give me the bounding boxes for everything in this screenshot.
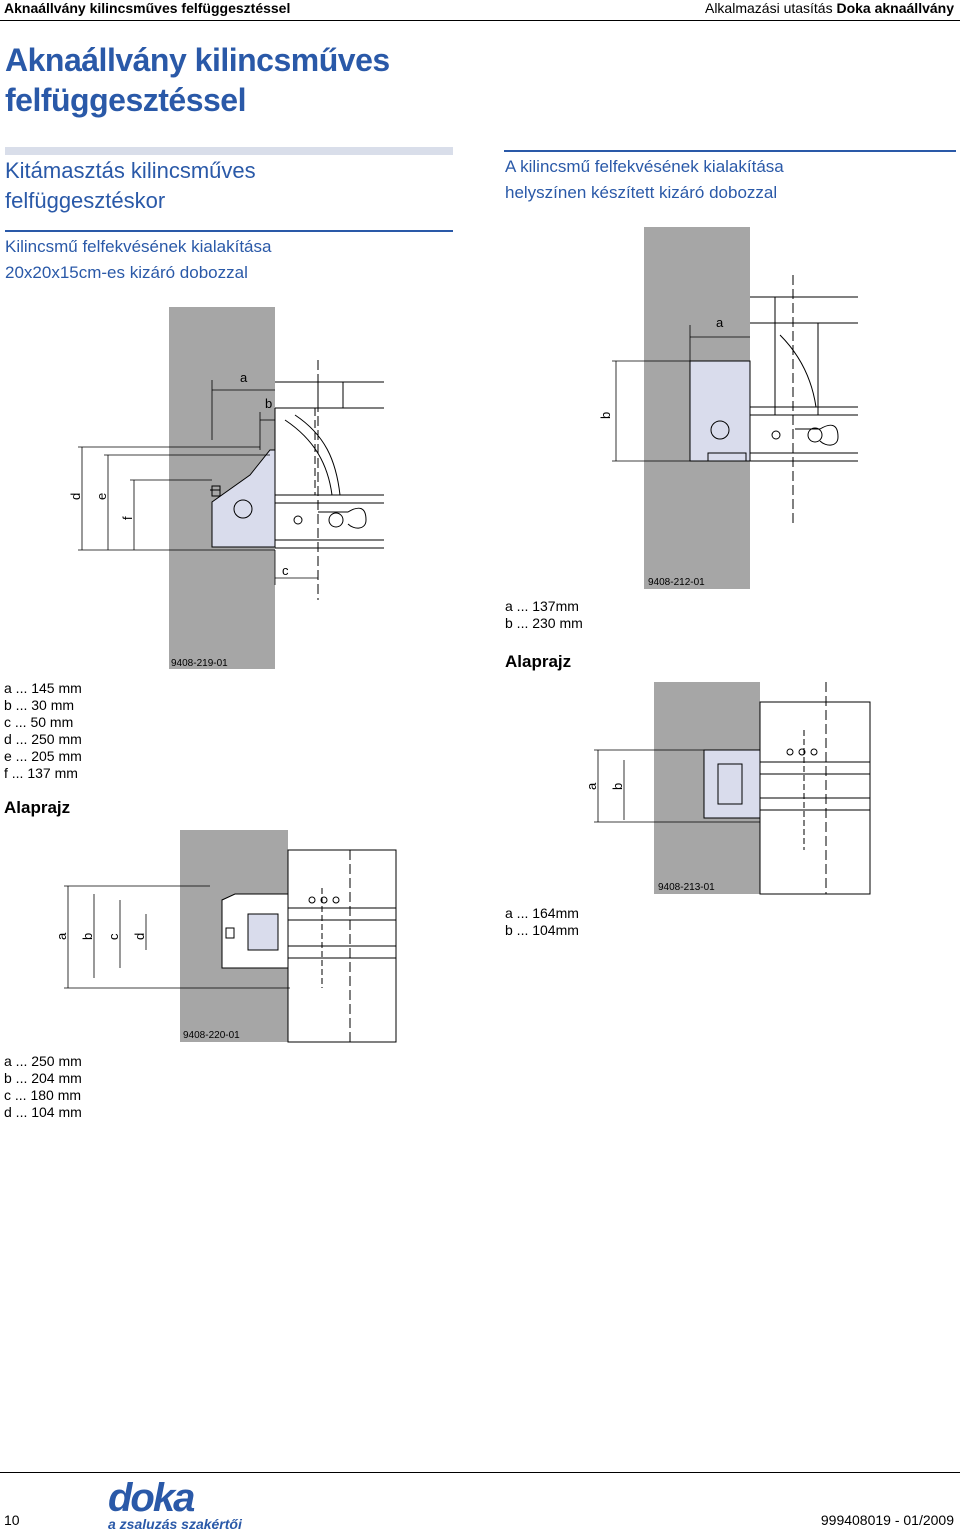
dimension-lines-plan [594, 749, 760, 823]
dimension-lines-plan [64, 885, 290, 989]
page-number: 10 [4, 1512, 20, 1528]
legend-212: a ... 137mm b ... 230 mm [505, 598, 583, 631]
figure-9408-219-01: a b c d e f 9408-219-01 [68, 307, 384, 669]
section-heading-left: Kitámasztás kilincsműves felfüggesztésko… [5, 158, 256, 213]
legend-213: a ... 164mm b ... 104mm [505, 905, 579, 938]
platform-plan [717, 682, 871, 895]
running-header-title: Aknaállvány kilincsműves felfüggesztésse… [4, 0, 291, 16]
dim-label-d: d [68, 493, 83, 500]
dim-label-b: b [265, 396, 272, 411]
figure-9408-220-01: a b c d 9408-220-01 [54, 830, 397, 1043]
platform-drawing [707, 275, 858, 525]
subsection-rule [5, 230, 453, 232]
figure-code: 9408-219-01 [171, 658, 228, 669]
footer-divider [0, 1472, 960, 1473]
document-number: 999408019 - 01/2009 [820, 1512, 954, 1528]
header-divider [0, 20, 960, 21]
dim-label-c: c [106, 933, 121, 940]
caption-alaprajz-left: Alaprajz [4, 798, 71, 817]
figure-9408-213-01: a b 9408-213-01 [584, 682, 871, 895]
page-title: Aknaállvány kilincsműves felfüggesztésse… [5, 42, 390, 118]
figure-code: 9408-213-01 [658, 882, 715, 893]
dim-label-e: e [94, 493, 109, 500]
figure-code: 9408-220-01 [183, 1030, 240, 1041]
platform-drawing [210, 360, 384, 600]
dim-label-a: a [716, 315, 724, 330]
recess-box [211, 449, 276, 548]
bracket-plan [247, 913, 279, 951]
dim-label-a: a [584, 782, 599, 790]
dim-label-a: a [240, 370, 248, 385]
dimension-lines [612, 325, 750, 462]
legend-220: a ... 250 mm b ... 204 mm c ... 180 mm d… [4, 1053, 82, 1120]
dim-label-b: b [598, 412, 613, 419]
dim-label-f: f [120, 516, 135, 520]
dim-label-c: c [282, 563, 289, 578]
doka-logo: doka a zsaluzás szakértői [108, 1478, 242, 1532]
section-bar [5, 147, 453, 155]
legend-219: a ... 145 mm b ... 30 mm c ... 50 mm d .… [4, 680, 82, 781]
logo-wordmark: doka [108, 1476, 195, 1520]
dim-label-b: b [80, 933, 95, 940]
dim-label-a: a [54, 932, 69, 940]
platform-plan [225, 849, 397, 1043]
figure-9408-212-01: a b 9408-212-01 [598, 227, 858, 589]
caption-alaprajz-right: Alaprajz [505, 652, 572, 671]
figure-code: 9408-212-01 [648, 577, 705, 588]
running-header-manual: Alkalmazási utasítás Doka aknaállvány [704, 0, 954, 16]
section-rule-right [504, 150, 956, 152]
dimension-lines [78, 380, 318, 585]
section-heading-right: A kilincsmű felfekvésének kialakítása he… [505, 157, 784, 202]
logo-tagline: a zsaluzás szakértői [108, 1516, 242, 1532]
recess-box [689, 360, 751, 462]
dim-label-b: b [610, 783, 625, 790]
recess-plan [703, 749, 761, 819]
subsection-heading: Kilincsmű felfekvésének kialakítása 20x2… [5, 237, 272, 282]
dim-label-d: d [132, 933, 147, 940]
